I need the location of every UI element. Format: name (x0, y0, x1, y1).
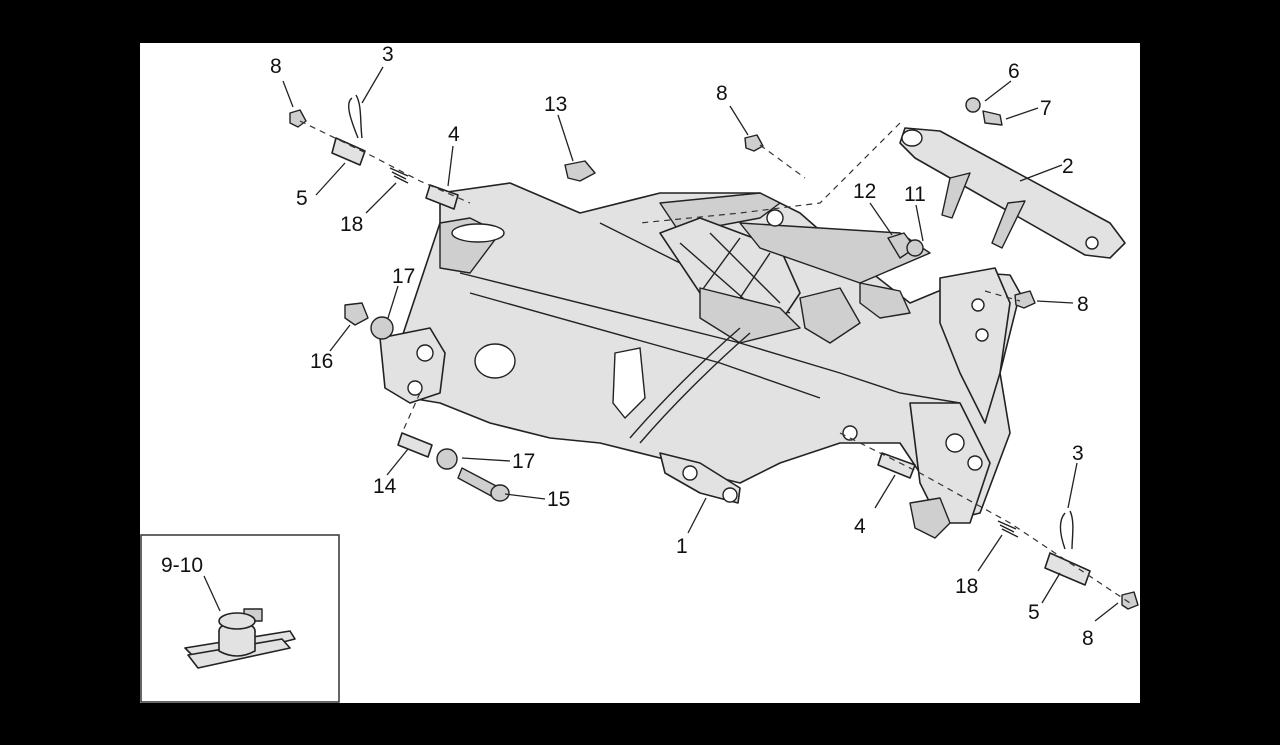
label-5-lower: 5 (1028, 601, 1040, 624)
label-8-top-middle: 8 (716, 82, 728, 105)
label-11: 11 (904, 183, 926, 206)
label-1: 1 (676, 535, 688, 558)
label-17-lower: 17 (512, 450, 535, 473)
leader-lines (282, 66, 1119, 622)
label-16: 16 (310, 350, 333, 373)
frame-exploded-view: 8 3 4 5 18 13 8 6 7 2 12 11 8 17 16 14 1… (140, 43, 1139, 703)
fasteners (289, 94, 1139, 610)
label-17-upper: 17 (392, 265, 415, 288)
part-2-bracket (899, 127, 1126, 259)
assembly-lines (299, 120, 1131, 604)
label-12: 12 (853, 180, 876, 203)
label-18-lower: 18 (955, 575, 978, 598)
label-3-lower: 3 (1072, 442, 1084, 465)
inset-detail-box: 9-10 (140, 534, 340, 703)
label-5-top: 5 (296, 187, 308, 210)
callout-labels: 8 3 4 5 18 13 8 6 7 2 12 11 8 17 16 14 1… (270, 43, 1094, 650)
label-2: 2 (1062, 155, 1074, 178)
label-15: 15 (547, 488, 570, 511)
label-14: 14 (373, 475, 397, 498)
diagram-canvas: 8 3 4 5 18 13 8 6 7 2 12 11 8 17 16 14 1… (140, 43, 1140, 703)
label-18-top: 18 (340, 213, 363, 236)
main-frame (379, 182, 1021, 539)
label-3-top: 3 (382, 43, 394, 66)
inset-label: 9-10 (161, 554, 203, 577)
label-7: 7 (1040, 97, 1052, 120)
label-4-lower: 4 (854, 515, 866, 538)
label-8-bottom-right: 8 (1082, 627, 1094, 650)
label-8-right: 8 (1077, 293, 1089, 316)
label-4-top: 4 (448, 123, 460, 146)
label-8-top-left: 8 (270, 55, 282, 78)
label-13: 13 (544, 93, 567, 116)
label-6: 6 (1008, 60, 1020, 83)
